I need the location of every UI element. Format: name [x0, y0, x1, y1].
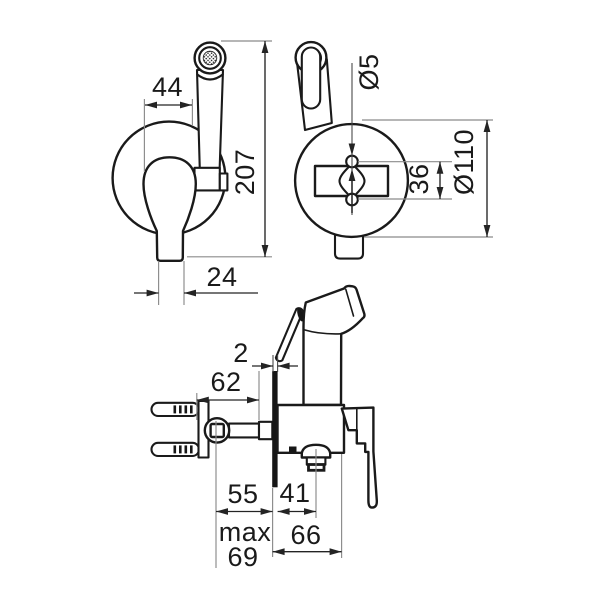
flow-arrow-up — [348, 169, 356, 181]
dim-36-label: 36 — [404, 163, 434, 194]
holder-bracket-clamp — [218, 172, 229, 192]
valve-detail-tick — [289, 446, 297, 453]
back-view: Ø5 36 Ø110 — [293, 40, 493, 260]
hand-shower-side — [302, 284, 366, 407]
valve-square-drive — [209, 422, 226, 439]
shower-head-collar — [196, 73, 224, 81]
shower-wand — [195, 68, 225, 172]
dim-hole-diameter-label: Ø5 — [354, 53, 384, 90]
dim-24-label: 24 — [206, 262, 237, 292]
dim-110-label: Ø110 — [449, 129, 479, 195]
dim-44-label: 44 — [152, 72, 183, 102]
dim-207: 207 — [187, 40, 272, 258]
pipe-thread-marks — [173, 405, 193, 454]
wall-plate-edge — [272, 371, 278, 488]
dim-max-label: max — [219, 517, 272, 547]
dim-55: 55 — [215, 421, 274, 568]
nozzle-cap-line — [345, 288, 355, 317]
dim-2-label: 2 — [233, 338, 249, 368]
dim-41: 41 — [277, 449, 317, 518]
dim-max-69: max 69 — [219, 517, 272, 572]
dim-66-label: 66 — [290, 520, 321, 550]
dim-55-label: 55 — [227, 479, 258, 509]
mixer-lever-handle — [142, 156, 197, 262]
dim-44: 44 — [143, 72, 193, 172]
dim-41-label: 41 — [279, 478, 310, 508]
side-view: 2 62 55 41 max — [150, 284, 379, 572]
head-grip-junction — [304, 329, 342, 335]
dim-36: 36 — [358, 161, 452, 200]
holder-bracket — [193, 166, 221, 192]
connection-pipe — [227, 422, 261, 439]
dim-2: 2 — [233, 338, 298, 372]
dim-24: 24 — [134, 261, 258, 305]
spray-face-dots — [202, 50, 218, 66]
holder-slot — [300, 46, 322, 110]
front-view: 44 207 24 — [111, 40, 272, 305]
dim-69-label: 69 — [227, 542, 258, 572]
wall-sleeve — [257, 420, 274, 441]
valve-body — [276, 403, 346, 454]
dim-207-label: 207 — [230, 149, 260, 196]
dim-62: 62 — [196, 367, 260, 420]
lever-pivot — [297, 307, 304, 322]
dim-110: Ø110 — [362, 119, 493, 238]
mixer-handle-side — [340, 406, 379, 509]
dim-hole-diameter: Ø5 — [354, 53, 384, 90]
dim-62-label: 62 — [210, 367, 241, 397]
dim-66: 66 — [272, 454, 343, 558]
hole-leader-arrow — [348, 143, 356, 156]
